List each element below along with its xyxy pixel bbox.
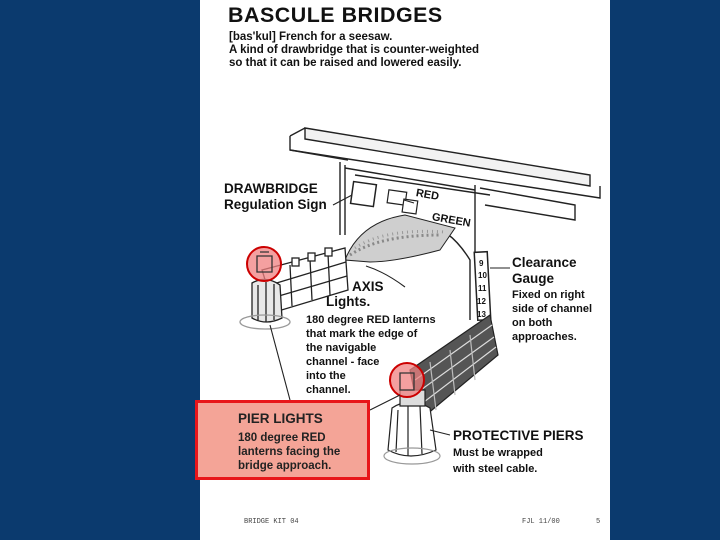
protective-piers-label: PROTECTIVE PIERS — [453, 428, 584, 443]
lights-description: 180 degree RED lanterns that mark the ed… — [306, 314, 436, 396]
bridge-deck — [289, 127, 601, 255]
footer-left: BRIDGE KIT 04 — [244, 518, 299, 526]
gauge-number: 13 — [477, 310, 486, 319]
sign-small — [386, 189, 408, 206]
drawbridge-sign-label: DRAWBRIDGE Regulation Sign — [224, 181, 327, 212]
left-fender — [239, 247, 349, 330]
protective-piers-description: Must be wrapped with steel cable. — [453, 447, 543, 475]
clearance-gauge-label: Clearance Gauge — [512, 255, 577, 286]
gauge-number: 11 — [478, 284, 487, 293]
gauge-number: 10 — [478, 271, 487, 280]
gauge-number: 9 — [479, 259, 484, 268]
footer-page-number: 5 — [596, 518, 601, 526]
right-pier-light-highlight — [389, 362, 425, 398]
axis-label: AXIS — [352, 279, 384, 294]
clearance-gauge-description: Fixed on right side of channel on both a… — [512, 289, 593, 343]
raised-leaf — [344, 214, 456, 263]
page-title: BASCULE BRIDGES — [228, 4, 443, 27]
page-subtitle: [bas'kul] French for a seesaw. A kind of… — [229, 31, 480, 69]
footer-right: FJL 11/00 — [522, 518, 560, 526]
pier-lights-callout: PIER LIGHTS 180 degree RED lanterns faci… — [195, 400, 370, 480]
callout-title: PIER LIGHTS — [238, 411, 323, 426]
lights-label: Lights. — [326, 294, 371, 309]
drawbridge-sign-shape — [349, 180, 378, 208]
gauge-number: 12 — [477, 297, 486, 306]
leader-lines — [269, 194, 510, 436]
callout-description: 180 degree RED lanterns facing the bridg… — [238, 432, 341, 472]
